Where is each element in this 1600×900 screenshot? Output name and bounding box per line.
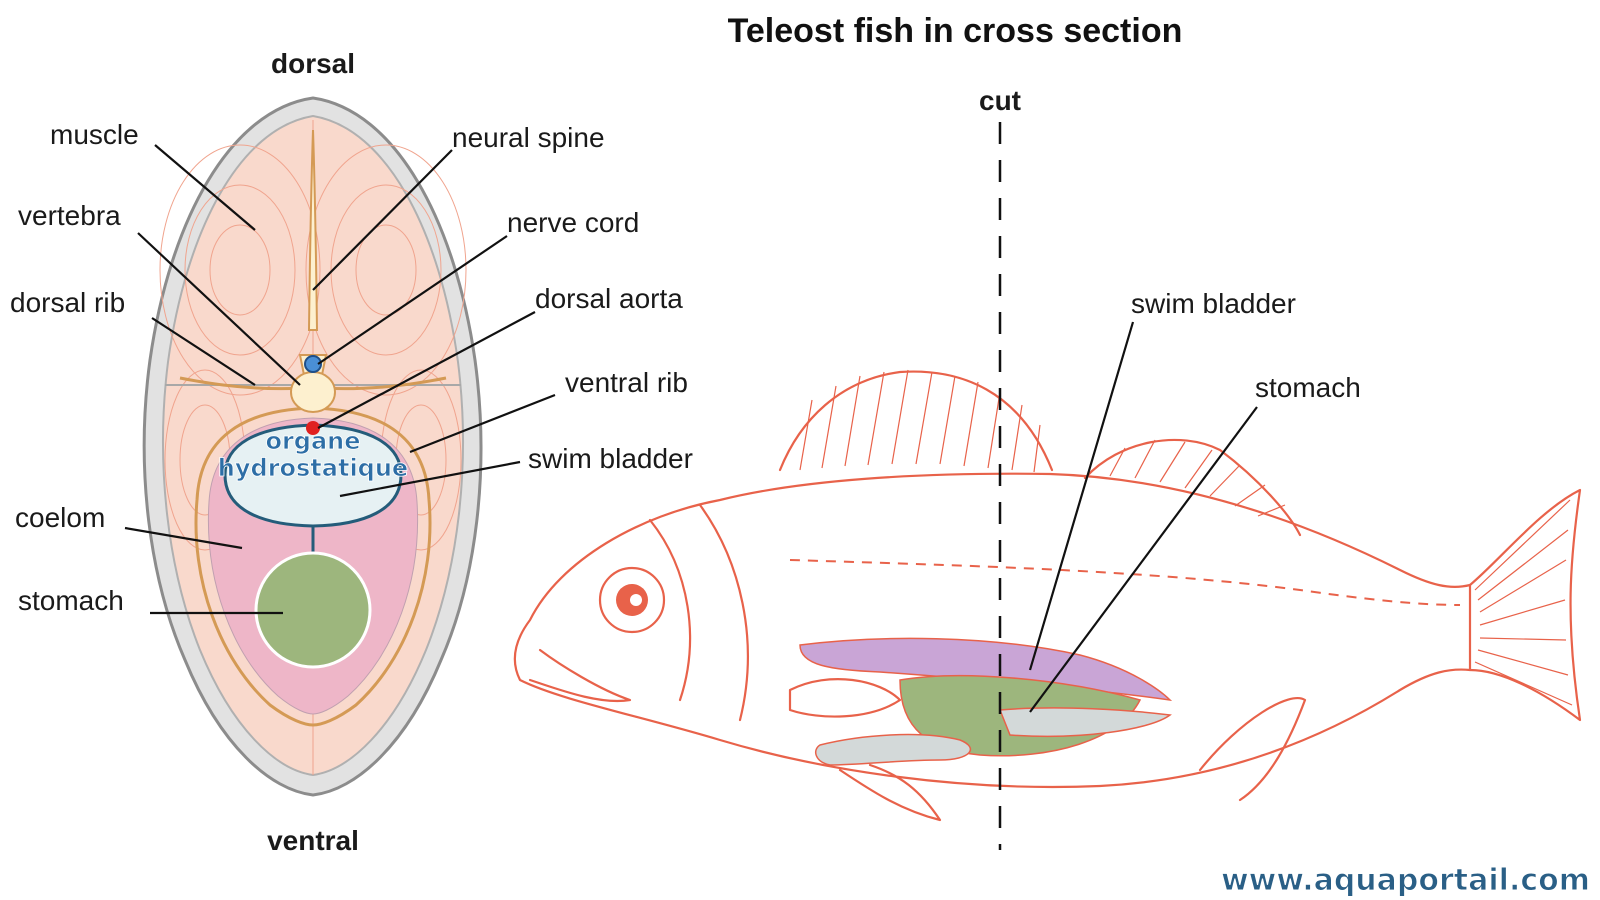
leader-dorsal-aorta	[317, 311, 536, 429]
organ-label-line2: hydrostatique	[218, 454, 408, 482]
pectoral-fin	[788, 678, 902, 718]
preoperculum	[648, 518, 692, 702]
vertebra	[290, 371, 336, 413]
leader-coelom	[124, 526, 243, 550]
diagram-title: Teleost fish in cross section	[728, 12, 1183, 50]
stomach-organ	[254, 551, 372, 669]
watermark: www.aquaportail.com	[1221, 863, 1590, 898]
label-neural-spine: neural spine	[452, 122, 605, 153]
caudal-fin-rays	[1474, 499, 1573, 706]
leader-swim-bladder-side	[1028, 321, 1135, 671]
anal-fin	[1198, 697, 1307, 802]
label-swim-bladder-section: swim bladder	[528, 443, 693, 474]
leader-neural-spine	[312, 149, 453, 291]
label-muscle: muscle	[50, 119, 139, 150]
label-nerve-cord: nerve cord	[507, 207, 639, 238]
dorsal-label: dorsal	[271, 48, 355, 79]
cross-section: dorsal ventral	[10, 48, 693, 856]
organ-label-line1: organe	[265, 427, 360, 455]
label-stomach-section: stomach	[18, 585, 124, 616]
label-dorsal-aorta: dorsal aorta	[535, 283, 683, 314]
cut-label: cut	[979, 85, 1021, 116]
leader-ventral-rib	[409, 393, 556, 454]
soft-fin-rays	[1109, 439, 1286, 517]
leader-swim-bladder-section	[339, 460, 521, 498]
label-vertebra: vertebra	[18, 200, 121, 231]
leader-stomach-side	[1029, 406, 1258, 713]
label-stomach-side: stomach	[1255, 372, 1361, 403]
leader-vertebra	[137, 232, 301, 386]
fish-body-outline	[513, 472, 1472, 789]
lateral-line	[789, 559, 1461, 606]
caudal-fin	[1468, 488, 1582, 722]
label-coelom: coelom	[15, 502, 105, 533]
intestine	[814, 733, 972, 766]
fish-eye-highlight	[630, 594, 642, 606]
soft-dorsal-fin	[1083, 438, 1302, 537]
spiny-dorsal-fin	[778, 370, 1054, 472]
operculum-edge	[698, 503, 749, 722]
gonad	[998, 707, 1172, 738]
mouth	[528, 648, 632, 702]
spiny-fin-rays	[799, 369, 1041, 473]
label-ventral-rib: ventral rib	[565, 367, 688, 398]
leader-nerve-cord	[317, 235, 508, 365]
ventral-label: ventral	[267, 825, 359, 856]
pelvic-fin	[838, 763, 942, 822]
leader-muscle	[154, 144, 256, 231]
ventral-rib-wall	[194, 406, 432, 727]
label-dorsal-rib: dorsal rib	[10, 287, 125, 318]
dorsal-aorta	[306, 421, 320, 435]
nerve-cord	[304, 355, 322, 373]
neural-spine	[307, 129, 319, 331]
fish-side-view: cut swim bladder stomach	[513, 85, 1582, 850]
leader-dorsal-rib	[151, 317, 256, 386]
label-swim-bladder-side: swim bladder	[1131, 288, 1296, 319]
swim-bladder-organ	[799, 637, 1173, 702]
